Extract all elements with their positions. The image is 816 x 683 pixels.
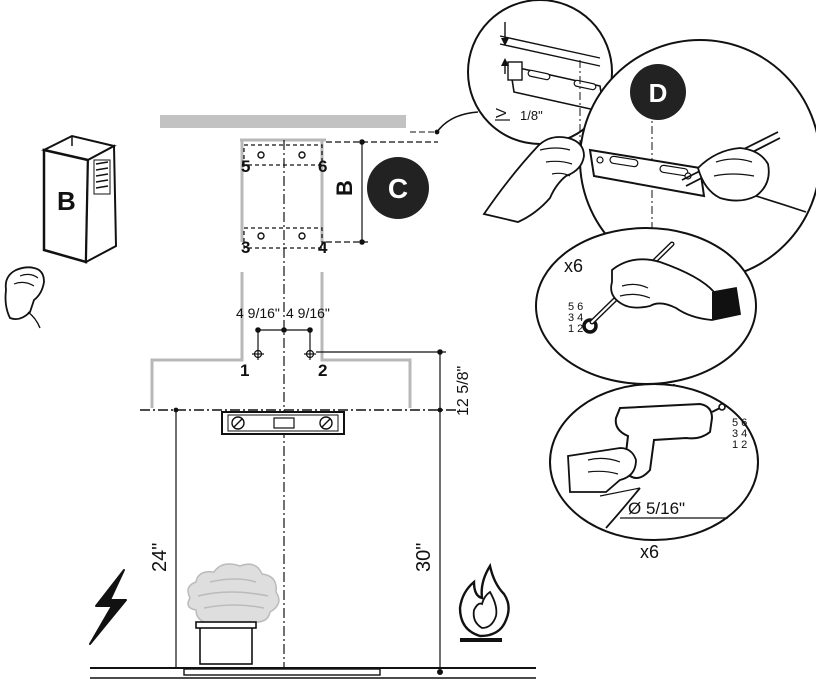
x6-mark-label: x6: [564, 256, 583, 276]
zoom-detail-circle: [467, 0, 613, 150]
dimension-b: [326, 139, 438, 245]
step-c-label: C: [388, 173, 408, 204]
hand-icon-bracket-left: [482, 136, 585, 223]
hand-icon-left: [4, 266, 45, 329]
steam-cloud: [187, 563, 280, 625]
cooktop: [90, 667, 536, 679]
point-6-label: 6: [318, 157, 327, 176]
step-c-badge: C: [367, 157, 429, 219]
drill-icon: [567, 402, 726, 529]
grid-drill-row-3: 1 2: [732, 439, 747, 451]
offset-right-label: 4 9/16": [286, 305, 330, 321]
grid-mark: 5 6 3 4 1 2: [568, 301, 583, 335]
grid-drill: 5 6 3 4 1 2: [732, 417, 747, 451]
zoom-callout: [410, 111, 479, 135]
electric-bolt-icon: [89, 569, 127, 645]
dimension-12-5-8: [316, 349, 446, 410]
hand-icon-bracket-right: [696, 147, 807, 213]
point-2-label: 2: [318, 361, 327, 380]
dim-1-8-label: 1/8": [520, 108, 543, 123]
point-1-label: 1: [240, 361, 249, 380]
grid-mark-row-1: 5 6: [568, 301, 583, 313]
duct-cover-b: B: [41, 134, 118, 264]
grid-drill-row-2: 3 4: [732, 428, 747, 440]
grid-drill-row-1: 5 6: [732, 417, 747, 429]
grid-mark-row-3: 1 2: [568, 323, 583, 335]
step-d-label: D: [649, 78, 668, 108]
grid-mark-row-2: 3 4: [568, 312, 583, 324]
bracket-5-6: [243, 144, 323, 166]
dim-12-5-8-label: 12 5/8": [455, 366, 472, 416]
spirit-level: [221, 411, 345, 435]
point-3-label: 3: [241, 238, 250, 257]
hand-pencil-icon: [589, 241, 742, 325]
vent-grille: [93, 159, 111, 195]
step-d-badge: D: [630, 64, 686, 120]
hood-outline: [150, 138, 412, 408]
dimension-b-label: B: [332, 180, 357, 196]
dim-24-label: 24": [149, 543, 171, 572]
dimension-offset: [255, 327, 313, 360]
gap-symbol-label: V: [493, 108, 510, 118]
flame-icon: [458, 562, 510, 642]
offset-left-label: 4 9/16": [236, 305, 280, 321]
dimension-30: [437, 410, 444, 675]
cooking-pot: [195, 621, 257, 665]
ceiling: [160, 115, 406, 128]
drill-diameter-label: Ø 5/16": [628, 499, 685, 518]
x6-drill-label: x6: [640, 542, 659, 562]
bracket-3-4: [243, 227, 323, 249]
point-4-label: 4: [318, 238, 328, 257]
part-b-label: B: [57, 186, 76, 216]
point-5-label: 5: [241, 157, 250, 176]
dim-30-label: 30": [413, 543, 435, 572]
holes-1-2: [252, 349, 316, 359]
